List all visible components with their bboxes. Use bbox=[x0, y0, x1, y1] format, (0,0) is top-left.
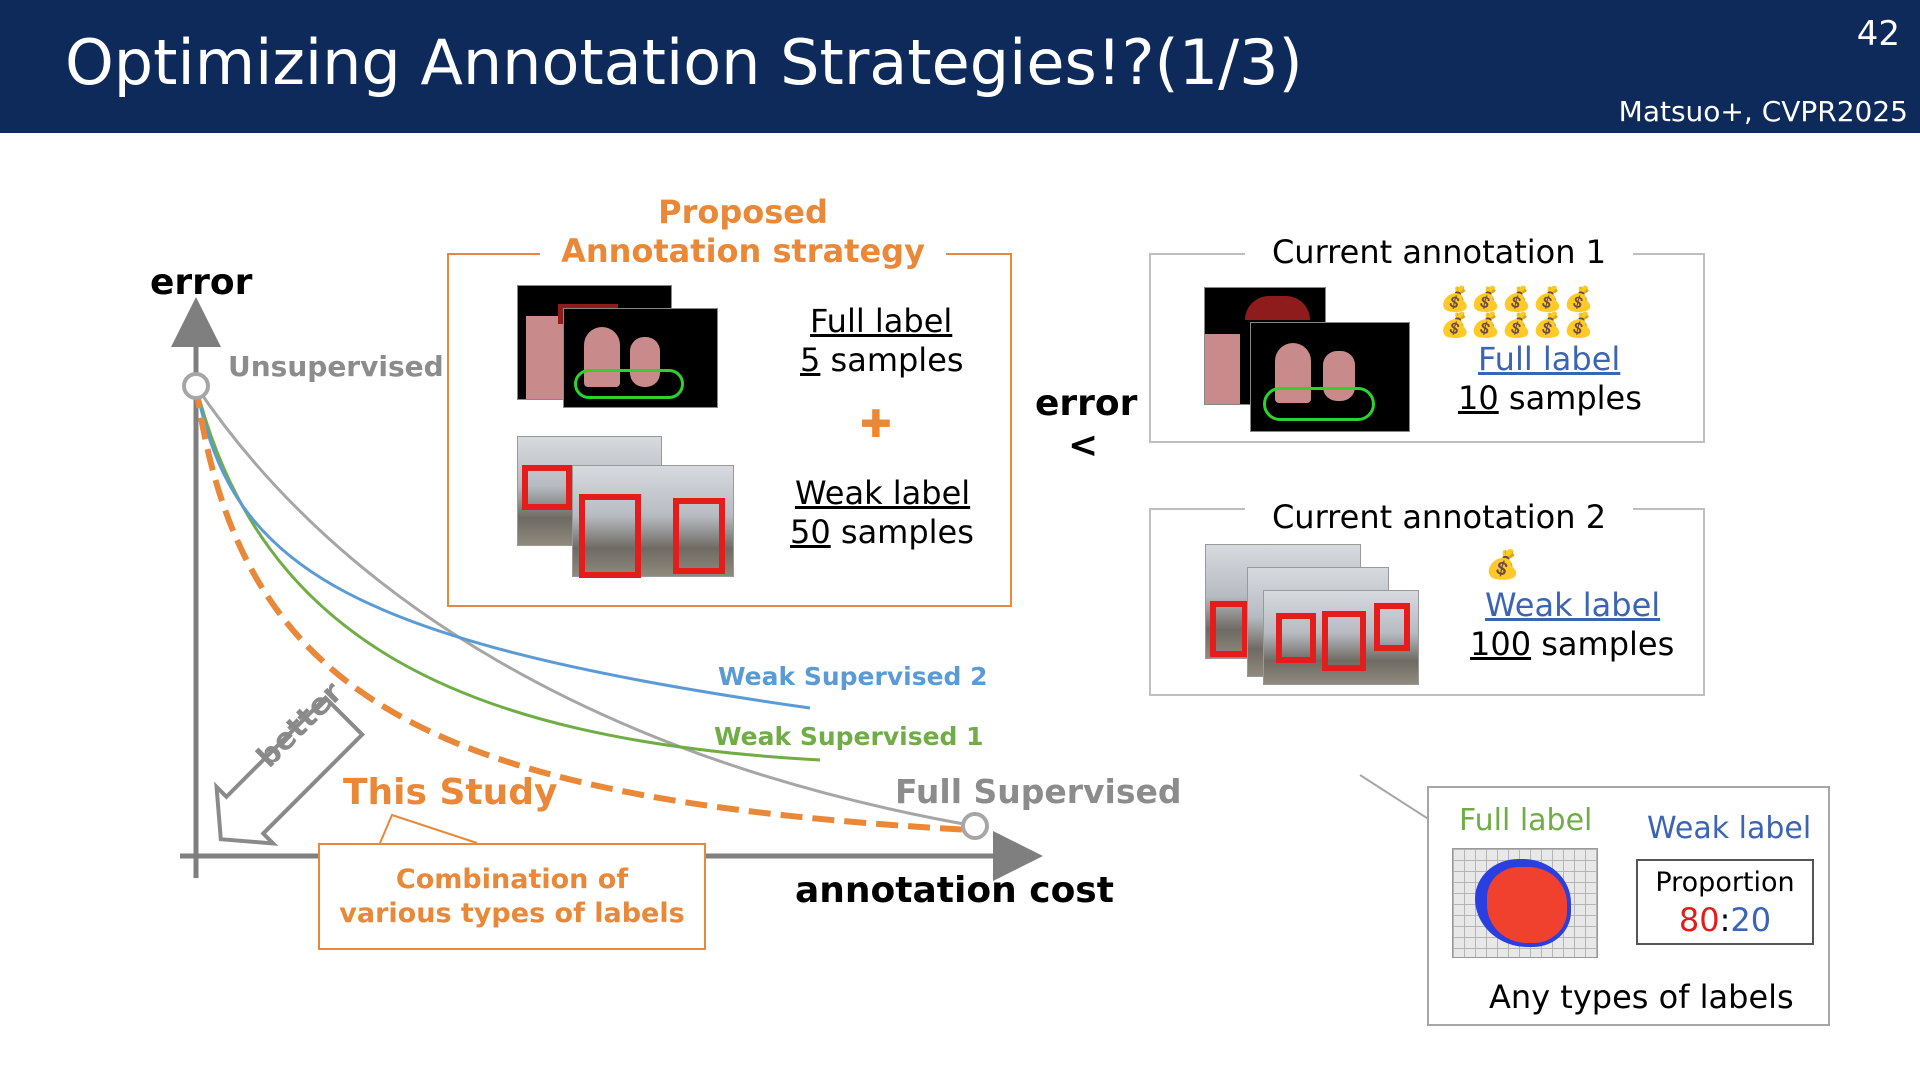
proportion-label: Proportion bbox=[1655, 867, 1795, 898]
comparison-error-label: error bbox=[1035, 383, 1138, 424]
plus-icon: ✚ bbox=[860, 402, 892, 446]
money-bags-icon: 💰💰💰💰💰💰💰💰💰💰 bbox=[1440, 285, 1595, 339]
segmentation-thumbnail-front bbox=[563, 308, 718, 408]
current-1-suffix: samples bbox=[1498, 379, 1642, 417]
full-supervised-curve bbox=[194, 385, 976, 828]
weak-supervised-1-curve bbox=[194, 385, 821, 762]
proportion-separator: : bbox=[1719, 901, 1731, 939]
current-1-seg-thumb-front bbox=[1250, 322, 1410, 432]
current-annotation-1-title: Current annotation 1 bbox=[1245, 233, 1633, 271]
current-2-samples: 100 samples bbox=[1470, 625, 1674, 663]
x-axis-label: annotation cost bbox=[795, 870, 1114, 911]
weak-supervised-1-label: Weak Supervised 1 bbox=[714, 722, 984, 751]
proposed-full-count: 5 bbox=[800, 341, 821, 379]
mixed-label-thumbnail bbox=[1452, 848, 1598, 958]
proposed-title-line-2: Annotation strategy bbox=[561, 232, 925, 270]
money-bag-icon: 💰 bbox=[1485, 548, 1520, 581]
any-full-label: Full label bbox=[1459, 803, 1593, 838]
full-supervised-label: Full Supervised bbox=[895, 772, 1182, 811]
proposed-full-suffix: samples bbox=[820, 341, 964, 379]
less-than-sign: < bbox=[1068, 425, 1099, 466]
slide-title: Optimizing Annotation Strategies!?(1/3) bbox=[65, 26, 1303, 99]
callout-line-1: Combination of bbox=[395, 864, 629, 895]
unsupervised-label: Unsupervised bbox=[228, 350, 444, 383]
proportion-box: Proportion 80:20 bbox=[1636, 859, 1814, 945]
header-bar: Optimizing Annotation Strategies!?(1/3) … bbox=[0, 0, 1920, 133]
weak-supervised-2-label: Weak Supervised 2 bbox=[718, 662, 988, 691]
better-arrow bbox=[214, 694, 366, 846]
current-annotation-2-title: Current annotation 2 bbox=[1245, 498, 1633, 536]
combination-callout: Combination of various types of labels bbox=[318, 843, 706, 950]
current-2-count: 100 bbox=[1470, 625, 1532, 663]
current-2-bbox-thumb-front bbox=[1263, 590, 1419, 685]
this-study-curve bbox=[193, 385, 971, 833]
proportion-weak-value: 20 bbox=[1730, 901, 1772, 939]
any-types-caption: Any types of labels bbox=[1489, 978, 1794, 1016]
proposed-weak-label: Weak label bbox=[795, 474, 971, 512]
proportion-value: 80:20 bbox=[1638, 901, 1812, 939]
any-weak-label: Weak label bbox=[1647, 811, 1812, 846]
unsupervised-point bbox=[182, 372, 210, 400]
page-number: 42 bbox=[1856, 14, 1900, 54]
bbox-thumbnail-front bbox=[572, 465, 734, 578]
full-supervised-point bbox=[961, 812, 989, 840]
y-axis-label: error bbox=[150, 262, 253, 303]
current-2-suffix: samples bbox=[1531, 625, 1675, 663]
proposed-weak-samples: 50 samples bbox=[790, 513, 974, 551]
callout-line-2: various types of labels bbox=[339, 898, 685, 929]
current-1-samples: 10 samples bbox=[1458, 379, 1642, 417]
proposed-strategy-title: Proposed Annotation strategy bbox=[540, 193, 946, 271]
current-1-full-label: Full label bbox=[1478, 340, 1621, 378]
proposed-full-label: Full label bbox=[810, 302, 953, 340]
proposed-full-samples: 5 samples bbox=[800, 341, 964, 379]
current-2-weak-label: Weak label bbox=[1485, 586, 1661, 624]
proposed-title-line-1: Proposed bbox=[658, 193, 828, 231]
proposed-weak-count: 50 bbox=[790, 513, 831, 551]
this-study-label: This Study bbox=[343, 772, 558, 813]
weak-supervised-2-curve bbox=[194, 385, 811, 710]
proposed-weak-suffix: samples bbox=[830, 513, 974, 551]
citation: Matsuo+, CVPR2025 bbox=[1618, 95, 1908, 128]
current-1-count: 10 bbox=[1458, 379, 1499, 417]
current-annotation-1-box bbox=[1149, 253, 1705, 443]
proportion-full-value: 80 bbox=[1678, 901, 1720, 939]
